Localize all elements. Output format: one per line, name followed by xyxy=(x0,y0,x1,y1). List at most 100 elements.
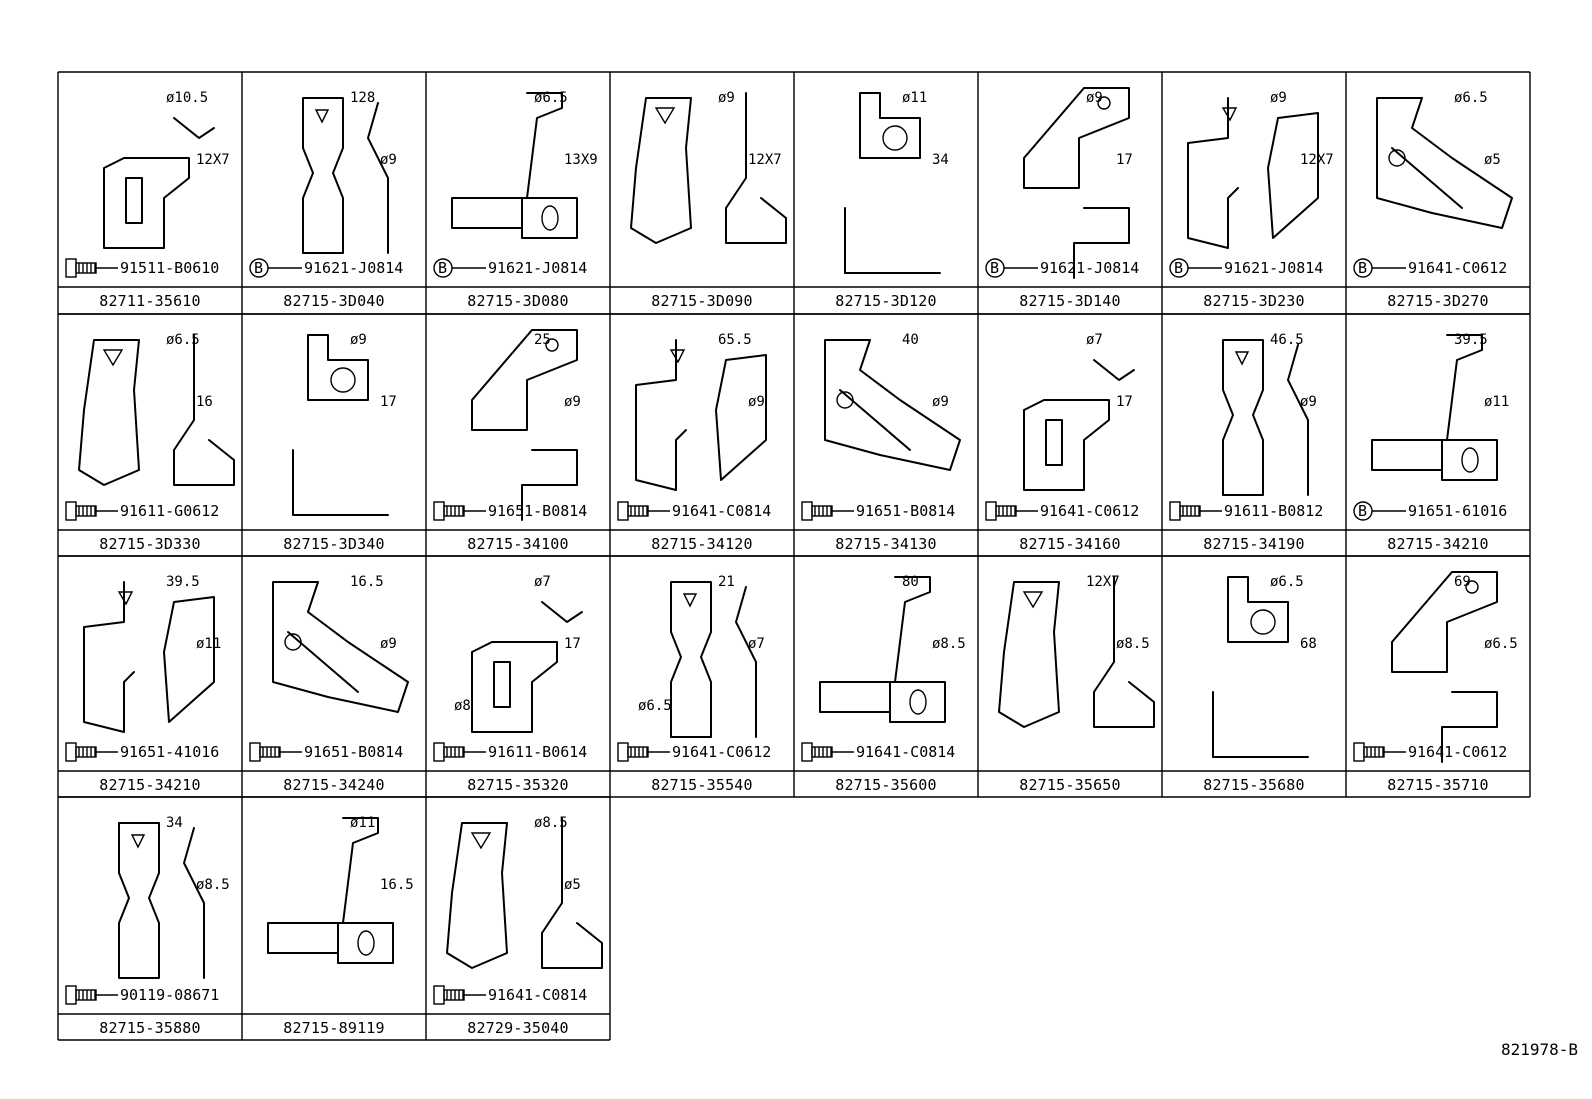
dimension-label: ø5 xyxy=(564,877,581,893)
fastener-number: 91651-B0814 xyxy=(304,743,403,761)
bracket-drawing xyxy=(451,92,578,239)
bracket-drawing xyxy=(1023,87,1130,279)
part-number: 82715-34120 xyxy=(651,535,753,553)
dimension-label: ø7 xyxy=(534,574,551,590)
dimension-label: ø6.5 xyxy=(1454,90,1488,106)
dimension-label: 25 xyxy=(534,332,551,348)
dimension-label: ø9 xyxy=(748,394,765,410)
dimension-label: 46.5 xyxy=(1270,332,1304,348)
part-number: 82715-34190 xyxy=(1203,535,1305,553)
part-number: 82715-35710 xyxy=(1387,776,1489,794)
part-number: 82715-35540 xyxy=(651,776,753,794)
dimension-label: 16.5 xyxy=(350,574,384,590)
fastener-number: 91651-61016 xyxy=(1408,502,1507,520)
bracket-drawing xyxy=(844,92,941,274)
bracket-drawing xyxy=(1187,97,1319,249)
dimension-label: 68 xyxy=(1300,636,1317,652)
dimension-label: ø9 xyxy=(718,90,735,106)
bracket-drawing xyxy=(1376,97,1513,229)
dimension-label: ø5 xyxy=(1484,152,1501,168)
dimension-label: ø9 xyxy=(350,332,367,348)
part-number: 82729-35040 xyxy=(467,1019,569,1037)
part-number: 82715-35320 xyxy=(467,776,569,794)
bracket-drawing xyxy=(819,576,946,723)
fastener-number: 91511-B0610 xyxy=(120,259,219,277)
part-number: 82715-34100 xyxy=(467,535,569,553)
b-symbol-letter: B xyxy=(1174,259,1183,277)
part-number: 82715-35880 xyxy=(99,1019,201,1037)
fastener-number: 91641-C0612 xyxy=(672,743,771,761)
part-number: 82715-3D080 xyxy=(467,292,569,310)
dimension-label: 12X7 xyxy=(748,152,782,168)
bracket-drawing xyxy=(78,334,235,486)
dimension-label: ø9 xyxy=(380,636,397,652)
dimension-label: 21 xyxy=(718,574,735,590)
fastener-number: 91651-B0814 xyxy=(488,502,587,520)
part-number: 82715-3D140 xyxy=(1019,292,1121,310)
part-number: 82715-3D120 xyxy=(835,292,937,310)
fastener-number: 91611-G0612 xyxy=(120,502,219,520)
b-symbol-letter: B xyxy=(990,259,999,277)
dimension-label: 12X7 xyxy=(196,152,230,168)
bracket-drawing xyxy=(670,581,757,738)
bolt-icon xyxy=(1353,742,1385,762)
bolt-icon xyxy=(801,742,833,762)
dimension-label: ø8.5 xyxy=(196,877,230,893)
bracket-drawing xyxy=(446,817,603,969)
bracket-drawing xyxy=(635,339,767,491)
fastener-number: 91641-C0814 xyxy=(672,502,771,520)
part-number: 82715-34210 xyxy=(1387,535,1489,553)
part-number: 82715-3D230 xyxy=(1203,292,1305,310)
bolt-icon xyxy=(801,501,833,521)
bracket-drawing xyxy=(267,817,394,964)
part-number: 82715-3D340 xyxy=(283,535,385,553)
bolt-icon xyxy=(433,742,465,762)
part-number: 82715-35600 xyxy=(835,776,937,794)
part-number: 82715-3D330 xyxy=(99,535,201,553)
fastener-number: 91641-C0612 xyxy=(1040,502,1139,520)
dimension-label: 39.5 xyxy=(1454,332,1488,348)
bolt-icon xyxy=(65,501,97,521)
dimension-label: ø9 xyxy=(1270,90,1287,106)
bracket-drawing xyxy=(1222,339,1309,496)
dimension-label: 34 xyxy=(932,152,949,168)
dimension-label: ø6.5 xyxy=(166,332,200,348)
bracket-drawing xyxy=(471,601,583,733)
bracket-drawing xyxy=(998,576,1155,728)
fastener-number: 91621-J0814 xyxy=(1224,259,1323,277)
bolt-icon xyxy=(617,501,649,521)
part-number: 82715-35650 xyxy=(1019,776,1121,794)
dimension-label: ø6.5 xyxy=(1484,636,1518,652)
bracket-drawing xyxy=(83,581,215,733)
part-number: 82715-3D090 xyxy=(651,292,753,310)
bolt-icon xyxy=(249,742,281,762)
fastener-number: 91621-J0814 xyxy=(488,259,587,277)
dimension-label: ø9 xyxy=(380,152,397,168)
dimension-label: 65.5 xyxy=(718,332,752,348)
part-number: 82715-35680 xyxy=(1203,776,1305,794)
dimension-label: ø10.5 xyxy=(166,90,208,106)
dimension-label: ø6.5 xyxy=(638,698,672,714)
bracket-drawing xyxy=(1023,359,1135,491)
dimension-label: 17 xyxy=(1116,152,1133,168)
dimension-label: ø7 xyxy=(748,636,765,652)
b-symbol-letter: B xyxy=(438,259,447,277)
dimension-label: 69 xyxy=(1454,574,1471,590)
dimension-label: ø11 xyxy=(1484,394,1509,410)
part-number: 82715-3D270 xyxy=(1387,292,1489,310)
dimension-label: ø9 xyxy=(1300,394,1317,410)
bolt-icon xyxy=(65,742,97,762)
part-number: 82715-34210 xyxy=(99,776,201,794)
